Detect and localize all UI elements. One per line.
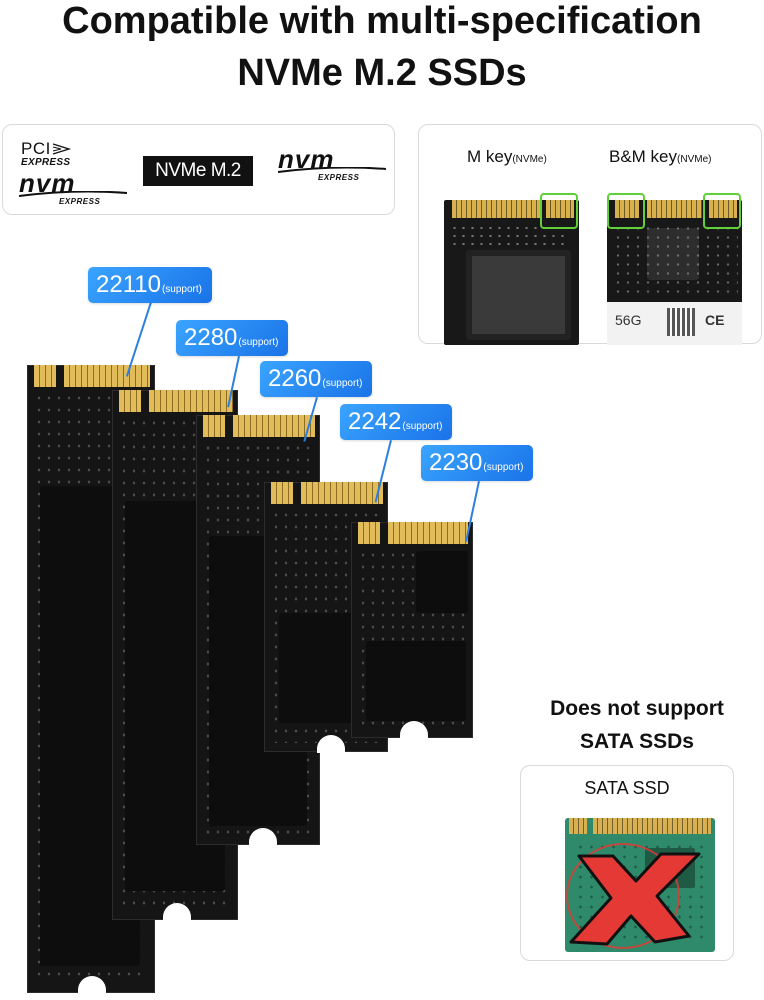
size-tag-2242: 2242(support) — [340, 404, 453, 440]
protocol-logos-panel: PCI EXPRESS nvm EXPRESS NVMe M.2 nvm EXP… — [2, 124, 395, 215]
nvm-express-logo-2: nvm EXPRESS — [278, 146, 388, 182]
size-tag-2280: 2280(support) — [176, 320, 289, 356]
sata-ssd-panel: SATA SSD — [520, 765, 734, 961]
no-sata-heading-line-2: SATA SSDs — [580, 730, 694, 753]
m-key-ssd-image — [444, 200, 579, 345]
sata-ssd-label: SATA SSD — [584, 778, 670, 798]
m-key-label: M key(NVMe) — [467, 147, 547, 166]
ce-mark-icon: CE — [705, 312, 725, 328]
nvm-swoosh-icon — [278, 167, 387, 173]
bm-key-ssd-image: 56G CE — [607, 200, 742, 345]
ssd-2230-image — [351, 522, 473, 739]
nvm-swoosh-icon — [19, 191, 128, 197]
page-title-line-1: Compatible with multi-specification — [62, 0, 702, 42]
m-key-notch-highlight — [540, 193, 578, 229]
bm-key-right-notch-highlight — [703, 193, 741, 229]
reject-x-icon — [566, 843, 701, 949]
size-tag-2260: 2260(support) — [260, 361, 373, 397]
size-tag-22110: 22110(support) — [88, 267, 212, 303]
bm-key-left-notch-highlight — [607, 193, 645, 229]
bm-chip-label: 56G — [615, 312, 642, 328]
page-title-line-2: NVMe M.2 SSDs — [237, 52, 527, 94]
pci-arrow-icon — [52, 143, 72, 155]
key-types-panel: M key(NVMe) B&M key(NVMe) 56G CE — [418, 124, 762, 345]
nvme-m2-badge: NVMe M.2 — [143, 156, 253, 186]
pci-express-logo: PCI EXPRESS — [21, 139, 73, 168]
no-sata-heading-line-1: Does not support — [550, 697, 724, 720]
nvm-express-logo: nvm EXPRESS — [19, 170, 129, 206]
qr-code-icon — [667, 308, 695, 336]
size-tag-2230: 2230(support) — [421, 445, 534, 481]
bm-key-label: B&M key(NVMe) — [609, 147, 712, 166]
